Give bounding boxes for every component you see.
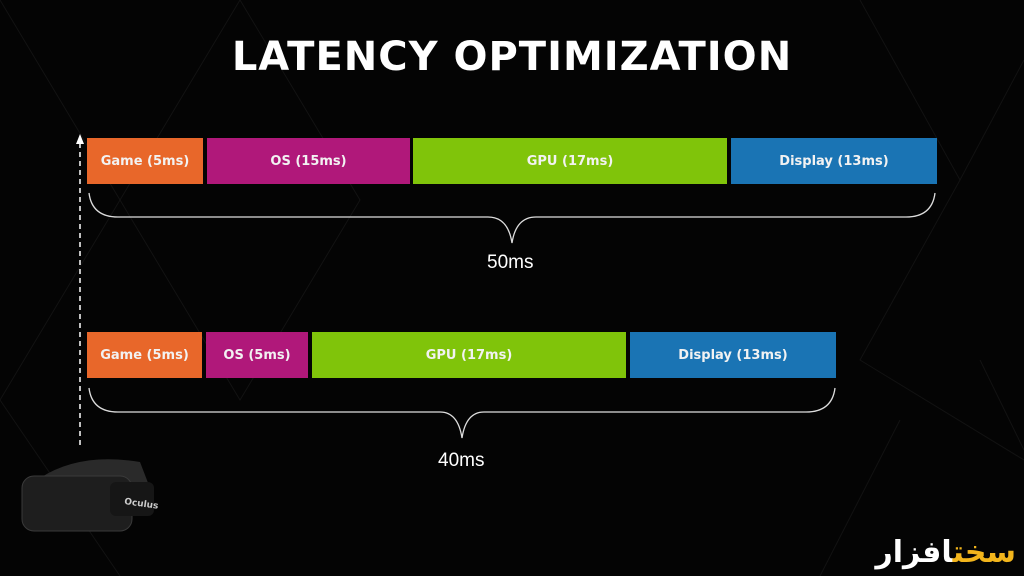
bar-gpu-row1: GPU (17ms) [413,138,727,184]
bar-os-row1: OS (15ms) [207,138,410,184]
bar-display-row2: Display (13ms) [630,332,836,378]
slide-title: LATENCY OPTIMIZATION [231,34,793,80]
time-axis-arrow [76,134,84,445]
total-row1: 50ms [487,252,534,273]
total-row2: 40ms [438,450,485,471]
brace-row1 [88,192,936,244]
oculus-label: Oculus [124,497,159,512]
bar-os-row2: OS (5ms) [206,332,308,378]
bar-game-row2: Game (5ms) [87,332,202,378]
oculus-headset-image: Oculus [21,459,159,532]
bar-game-row1: Game (5ms) [87,138,203,184]
bar-gpu-row2: GPU (17ms) [312,332,626,378]
watermark-logo: سختافزار [875,535,1017,570]
brace-row2 [88,387,836,439]
bar-display-row1: Display (13ms) [731,138,937,184]
